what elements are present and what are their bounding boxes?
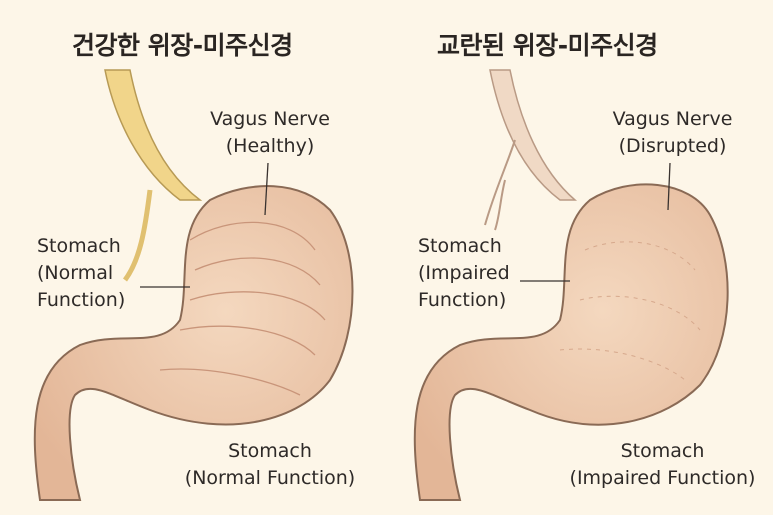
- healthy-panel-title: 건강한 위장-미주신경: [72, 31, 293, 60]
- healthy-bottom-label: Stomach (Normal Function): [184, 440, 356, 489]
- disrupted-panel-title: 교란된 위장-미주신경: [437, 31, 658, 60]
- healthy-side-label: Stomach (Normal Function): [37, 235, 126, 311]
- disrupted-side-label: Stomach (Impaired Function): [418, 235, 510, 311]
- disrupted-bottom-label: Stomach (Impaired Function): [569, 440, 756, 489]
- healthy-vagus-nerve: [104, 69, 203, 201]
- healthy-stomach: [33, 69, 354, 501]
- disrupted-stomach: [413, 69, 729, 501]
- disrupted-vagus-nerve: [489, 69, 578, 201]
- disrupted-nerve-label: Vagus Nerve (Disrupted): [612, 108, 733, 157]
- leader-lines: [140, 162, 671, 288]
- healthy-nerve-label: Vagus Nerve (Healthy): [210, 108, 330, 157]
